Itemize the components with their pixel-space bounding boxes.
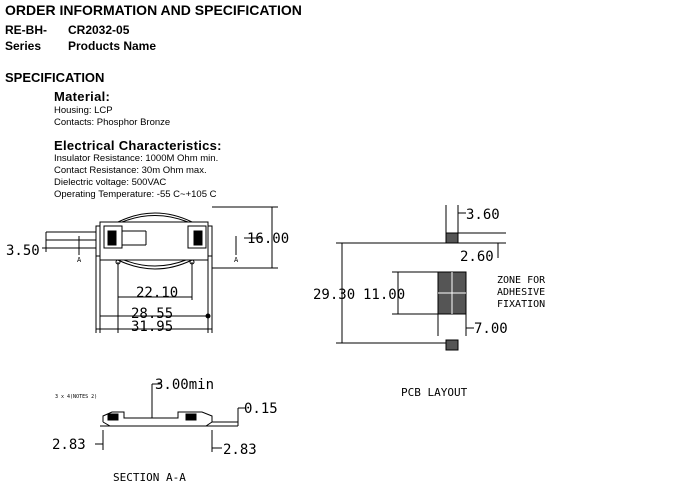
top-view-drawing: [42, 206, 278, 333]
dim-3-50: 3.50: [6, 243, 40, 259]
section-view-drawing: [95, 383, 246, 452]
electrical-line-temperature: Operating Temperature: -55 C~+105 C: [54, 189, 217, 200]
dim-16-00: 16.00: [247, 231, 289, 247]
section-caption: SECTION A-A: [113, 471, 186, 484]
specification-heading: SPECIFICATION: [5, 70, 105, 85]
electrical-heading: Electrical Characteristics:: [54, 138, 222, 153]
section-mark-right: A: [234, 256, 239, 264]
part-number: CR2032-05: [68, 23, 130, 37]
zone-label-line3: FIXATION: [497, 299, 545, 310]
electrical-line-dielectric: Dielectric voltage: 500VAC: [54, 177, 167, 188]
dim-28-55: 28.55: [131, 306, 173, 322]
page-title: ORDER INFORMATION AND SPECIFICATION: [5, 2, 302, 18]
pcb-layout-drawing: [336, 205, 506, 351]
material-heading: Material:: [54, 89, 111, 104]
dim-3-60: 3.60: [466, 207, 500, 223]
prefix-label: RE-BH-: [5, 23, 47, 37]
dim-31-95: 31.95: [131, 319, 173, 335]
electrical-line-insulator: Insulator Resistance: 1000M Ohm min.: [54, 153, 219, 164]
dim-7-00: 7.00: [474, 321, 508, 337]
series-label: Series: [5, 39, 42, 53]
dim-2-83-right: 2.83: [223, 442, 257, 458]
dim-3-00min: 3.00min: [155, 377, 214, 393]
material-line-housing: Housing: LCP: [54, 105, 113, 116]
section-mark-left: A: [77, 256, 82, 264]
dim-11-00: 11.00: [363, 287, 405, 303]
pcb-layout-caption: PCB LAYOUT: [401, 386, 468, 399]
material-line-contacts: Contacts: Phosphor Bronze: [54, 117, 171, 128]
products-name-label: Products Name: [68, 39, 157, 53]
dim-22-10: 22.10: [136, 285, 178, 301]
dim-2-60: 2.60: [460, 249, 494, 265]
dim-29-30: 29.30: [313, 287, 355, 303]
zone-label-line1: ZONE FOR: [497, 275, 546, 286]
dim-0-15: 0.15: [244, 401, 278, 417]
dim-2-83-left: 2.83: [52, 437, 86, 453]
section-note: 3 x 4(NOTES 2): [55, 394, 97, 400]
electrical-line-contact: Contact Resistance: 30m Ohm max.: [54, 165, 207, 176]
zone-label-line2: ADHESIVE: [497, 287, 545, 298]
